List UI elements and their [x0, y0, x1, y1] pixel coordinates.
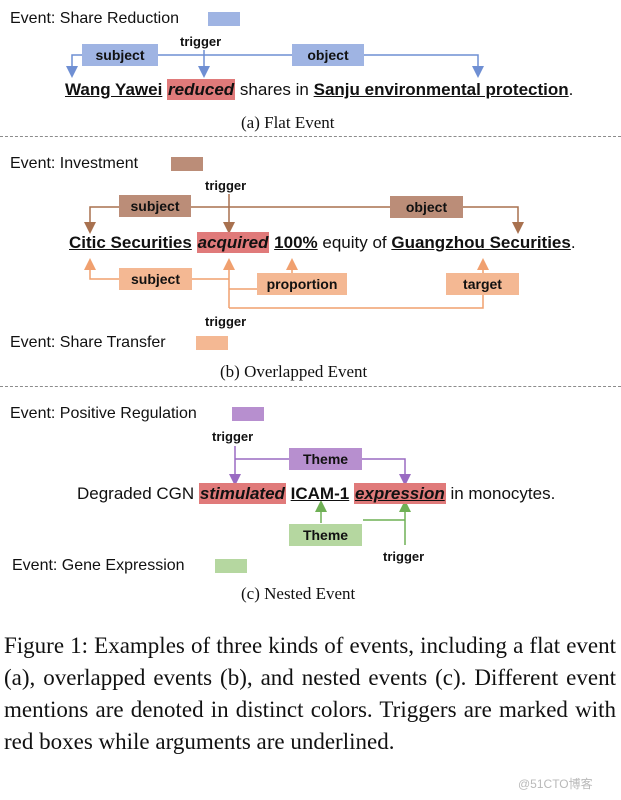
argument-subject: Wang Yawei	[65, 80, 163, 99]
theme-tag-expression: Theme	[289, 524, 362, 546]
overlapped-event-sentence: Citic Securities acquired 100% equity of…	[69, 232, 576, 253]
argument-object: Sanju environmental protection	[313, 80, 569, 99]
subject-tag-transfer: subject	[119, 268, 192, 290]
divider	[0, 136, 621, 137]
sentence-end: .	[570, 233, 576, 252]
event-label-share-reduction: Event: Share Reduction	[10, 10, 179, 27]
caption-c: (c) Nested Event	[241, 584, 356, 603]
event-label-gene-expression: Event: Gene Expression	[12, 557, 185, 574]
sentence-text-end: in monocytes.	[445, 484, 556, 503]
event-label-investment: Event: Investment	[10, 155, 139, 172]
trigger-label-bottom: trigger	[205, 314, 247, 329]
trigger-label-bottom: trigger	[383, 549, 425, 564]
watermark: @51CTO博客	[518, 777, 593, 791]
proportion-tag: proportion	[257, 273, 347, 295]
target-tag: target	[446, 273, 519, 295]
trigger-word-stimulated: stimulated	[198, 483, 286, 504]
theme-tag-regulation: Theme	[289, 448, 362, 470]
trigger-word-expression: expression	[353, 483, 446, 504]
argument-target: Guangzhou Securities	[391, 233, 571, 252]
trigger-label: trigger	[180, 34, 222, 49]
object-tag: object	[292, 44, 364, 66]
flat-event-sentence: Wang Yawei reduced shares in Sanju envir…	[65, 79, 574, 100]
sentence-text: Degraded CGN	[77, 484, 199, 503]
trigger-label-top: trigger	[212, 429, 254, 444]
object-tag-investment: object	[390, 196, 463, 218]
argument-proportion: 100%	[274, 233, 318, 252]
sentence-text: equity of	[317, 233, 392, 252]
trigger-label-top: trigger	[205, 178, 247, 193]
gene-expression-swatch	[215, 559, 247, 573]
event-label-share-transfer: Event: Share Transfer	[10, 334, 166, 351]
subject-tag-investment: subject	[119, 195, 191, 217]
argument-subject: Citic Securities	[69, 233, 192, 252]
share-transfer-swatch	[196, 336, 228, 350]
sentence-end: .	[568, 80, 574, 99]
share-reduction-swatch	[208, 12, 240, 26]
subject-tag: subject	[82, 44, 158, 66]
positive-regulation-swatch	[232, 407, 264, 421]
trigger-word: reduced	[167, 79, 236, 100]
sentence-text: shares in	[235, 80, 314, 99]
caption-a: (a) Flat Event	[241, 113, 335, 132]
argument-theme: ICAM-1	[290, 484, 350, 503]
divider	[0, 386, 621, 387]
figure-caption: Figure 1: Examples of three kinds of eve…	[4, 633, 616, 754]
caption-b: (b) Overlapped Event	[220, 362, 368, 381]
event-label-positive-regulation: Event: Positive Regulation	[10, 405, 197, 422]
nested-event-sentence: Degraded CGN stimulated ICAM-1 expressio…	[77, 483, 556, 504]
trigger-word: acquired	[196, 232, 270, 253]
investment-swatch	[171, 157, 203, 171]
expression-arrows	[315, 500, 411, 545]
